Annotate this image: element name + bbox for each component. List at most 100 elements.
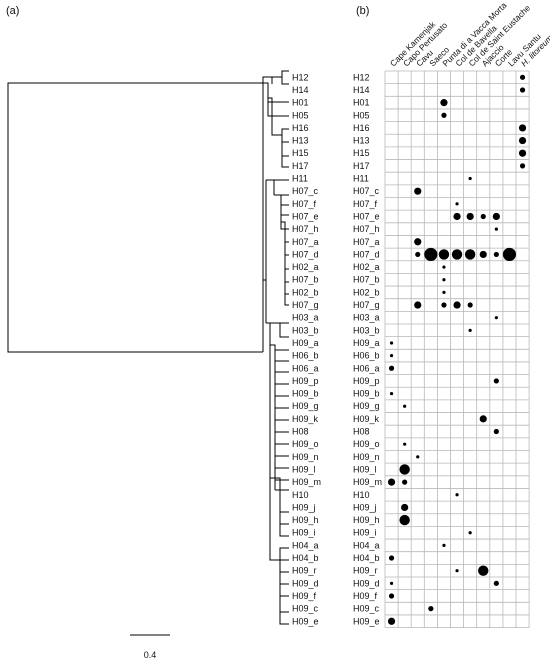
row-label: H04_b	[353, 553, 380, 563]
panel-label-b: (b)	[356, 5, 369, 17]
presence-dot	[502, 247, 517, 262]
presence-dot	[468, 328, 472, 332]
presence-dot	[442, 290, 446, 294]
tip-label: H09_k	[292, 414, 319, 424]
row-labels: H12H14H01H05H16H13H15H17H11H07_cH07_fH07…	[353, 72, 382, 626]
row-label: H06_b	[353, 351, 380, 361]
presence-dot	[399, 514, 410, 526]
row-label: H07_f	[353, 199, 378, 209]
scale-bar-label: 0.4	[144, 650, 157, 660]
row-label: H09_b	[353, 389, 380, 399]
presence-dot	[442, 265, 446, 269]
row-label: H09_f	[353, 591, 378, 601]
tip-label: H09_m	[292, 477, 321, 487]
tip-label: H09_g	[292, 401, 319, 411]
row-label: H09_p	[353, 376, 380, 386]
presence-dot	[518, 149, 527, 157]
row-label: H13	[353, 136, 370, 146]
tip-label: H04_b	[292, 553, 319, 563]
tip-label: H09_l	[292, 464, 316, 474]
presence-dot	[388, 555, 395, 561]
presence-dot	[388, 593, 395, 599]
presence-dot	[518, 124, 527, 132]
row-label: H07_h	[353, 224, 380, 234]
tip-label: H04_a	[292, 540, 319, 550]
tip-label: H09_a	[292, 338, 319, 348]
tip-label: H03_a	[292, 313, 319, 323]
phylogenetic-tree	[7, 70, 289, 636]
presence-dot	[414, 301, 422, 309]
presence-dot	[519, 74, 526, 80]
presence-dot	[440, 99, 448, 107]
presence-dot	[493, 580, 499, 586]
presence-dot	[389, 391, 394, 396]
row-label: H15	[353, 148, 370, 158]
row-label: H09_m	[353, 477, 382, 487]
row-label: H11	[353, 174, 369, 184]
row-label: H09_o	[353, 439, 380, 449]
tip-label: H09_p	[292, 376, 319, 386]
row-label: H02_b	[353, 287, 380, 297]
tip-label: H09_e	[292, 616, 319, 626]
presence-dot	[518, 136, 527, 145]
row-label: H07_a	[353, 237, 380, 247]
presence-dot	[414, 238, 422, 246]
tip-label: H08	[292, 427, 309, 437]
tip-label: H07_a	[292, 237, 319, 247]
presence-dot	[389, 341, 394, 345]
presence-dot	[519, 87, 526, 93]
presence-dot	[466, 212, 474, 221]
presence-dot	[442, 278, 446, 282]
presence-dot	[478, 565, 489, 576]
row-label: H07_e	[353, 211, 380, 221]
row-label: H07_g	[353, 300, 380, 310]
tip-label: H05	[292, 110, 309, 120]
presence-dot	[389, 581, 394, 585]
tip-label: H09_r	[292, 566, 317, 576]
presence-dot	[428, 606, 434, 612]
row-label: H09_c	[353, 604, 380, 614]
row-label: H06_a	[353, 363, 380, 373]
panel-label-a: (a)	[6, 5, 19, 17]
row-label: H09_r	[353, 566, 378, 576]
row-label: H09_k	[353, 414, 380, 424]
tip-label: H06_b	[292, 351, 319, 361]
presence-dot	[455, 202, 459, 206]
row-label: H10	[353, 490, 370, 500]
tip-label: H07_c	[292, 186, 319, 196]
presence-grid	[384, 70, 530, 628]
presence-dot	[493, 378, 499, 384]
row-label: H12	[353, 72, 370, 82]
row-label: H09_a	[353, 338, 380, 348]
row-label: H07_d	[353, 249, 380, 259]
tip-label: H09_o	[292, 439, 319, 449]
row-label: H02_a	[353, 262, 380, 272]
tip-label: H09_d	[292, 578, 319, 588]
presence-dot	[387, 617, 396, 625]
tip-label: H06_a	[292, 363, 319, 373]
presence-dot	[479, 250, 487, 259]
presence-dot	[438, 249, 450, 260]
presence-dot	[401, 503, 409, 512]
tip-label: H10	[292, 490, 309, 500]
tip-label: H09_h	[292, 515, 319, 525]
row-label: H07_b	[353, 275, 380, 285]
presence-dot	[479, 415, 487, 423]
row-label: H16	[353, 123, 370, 133]
presence-dot	[480, 213, 486, 220]
tip-label: H07_h	[292, 224, 319, 234]
tip-label: H07_e	[292, 211, 319, 221]
presence-dot	[442, 543, 446, 547]
tip-label: H17	[292, 161, 309, 171]
presence-dot	[467, 302, 473, 308]
presence-dot	[464, 249, 476, 260]
tip-label: H11	[292, 174, 308, 184]
row-label: H09_l	[353, 464, 377, 474]
tip-label: H15	[292, 148, 309, 158]
presence-dot	[415, 251, 421, 258]
row-label: H09_g	[353, 401, 380, 411]
presence-dot	[494, 227, 498, 231]
row-label: H09_j	[353, 502, 377, 512]
presence-dot	[414, 187, 422, 195]
tip-label: H14	[292, 85, 309, 95]
